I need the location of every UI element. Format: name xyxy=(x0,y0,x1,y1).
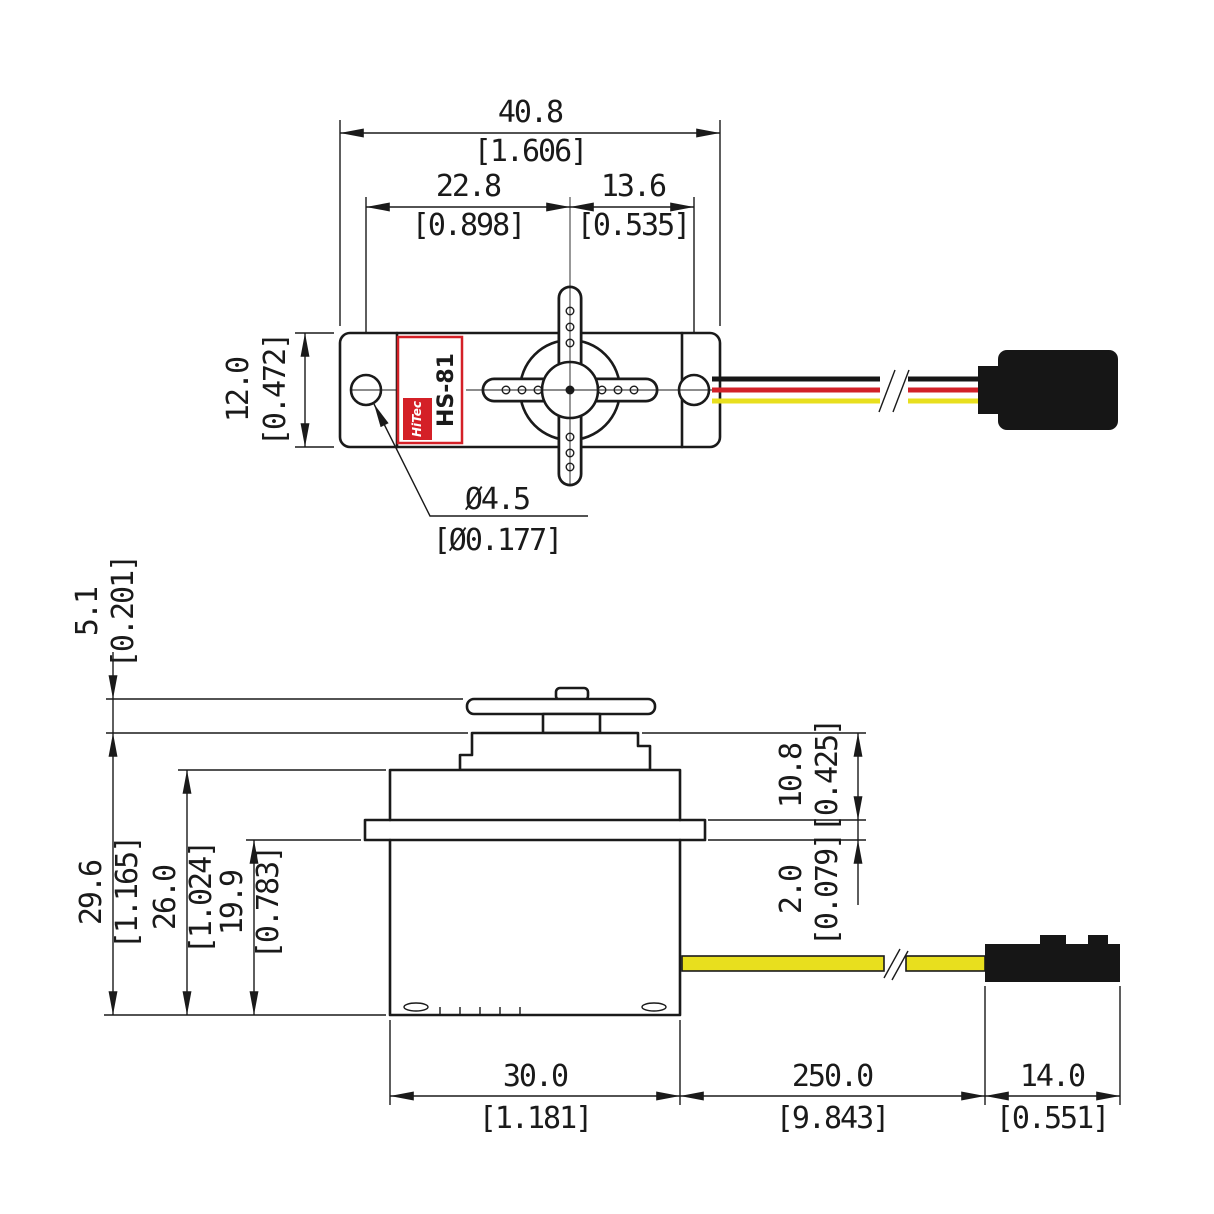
servo-cable-top xyxy=(712,368,982,413)
side-view-extension-lines xyxy=(104,698,1121,1105)
dim-body-height-in: [1.024] xyxy=(184,842,219,954)
dim-flange-thickness: 2.0 [0.079] xyxy=(774,820,863,946)
connector-side-view xyxy=(985,935,1120,982)
dim-shaft-to-right-hole-in: [0.535] xyxy=(577,208,689,243)
dim-cable-length-mm: 250.0 xyxy=(792,1059,873,1094)
dim-body-depth-in: [0.472] xyxy=(258,334,293,446)
break-mark xyxy=(878,369,896,413)
centerlines xyxy=(350,197,712,486)
break-mark xyxy=(883,948,901,979)
cable-ribbon xyxy=(681,955,885,972)
dim-body-height: 26.0 [1.024] xyxy=(148,770,219,1015)
servo-top-view: HiTec HS-81 xyxy=(338,197,722,487)
dim-horn-stack-height-mm: 5.1 xyxy=(70,587,105,636)
connector-tab xyxy=(1088,935,1108,945)
top-view: 40.8 [1.606] 22.8 [0.898] 13.6 [0.535] 1… xyxy=(221,95,1118,558)
break-mark xyxy=(891,950,909,981)
servo-cable-side xyxy=(681,948,986,981)
dim-cable-length-in: [9.843] xyxy=(776,1101,888,1136)
connector-tab xyxy=(1040,935,1066,945)
dim-left-hole-to-shaft: 22.8 [0.898] xyxy=(366,169,570,243)
side-view: 5.1 [0.201] 29.6 [1.165] 26.0 [1.024] 19… xyxy=(70,556,1121,1136)
dim-body-depth: 12.0 [0.472] xyxy=(221,333,310,447)
dim-flange-to-top: 10.8 [0.425] xyxy=(774,720,863,832)
dim-body-length-in: [1.181] xyxy=(479,1101,591,1136)
dim-body-length-mm: 30.0 xyxy=(503,1059,568,1094)
dim-body-height-mm: 26.0 xyxy=(148,865,183,930)
dim-connector-length-in: [0.551] xyxy=(996,1101,1108,1136)
dim-flange-thickness-mm: 2.0 xyxy=(774,865,809,914)
dim-connector-length-mm: 14.0 xyxy=(1020,1059,1085,1094)
model-text: HS-81 xyxy=(434,353,459,427)
dim-flange-thickness-in: [0.079] xyxy=(810,834,845,946)
dim-connector-length: 14.0 [0.551] xyxy=(985,1059,1120,1136)
dim-shaft-to-right-hole-mm: 13.6 xyxy=(601,169,666,204)
output-shaft-side xyxy=(541,712,602,735)
dim-body-length: 30.0 [1.181] xyxy=(390,1059,680,1136)
cable-ribbon xyxy=(905,955,986,972)
dim-case-height-in: [1.165] xyxy=(110,837,145,949)
dim-hole-diameter: Ø4.5 [Ø0.177] xyxy=(373,403,588,558)
dim-body-depth-mm: 12.0 xyxy=(221,357,256,422)
dim-shaft-to-right-hole: 13.6 [0.535] xyxy=(570,169,694,243)
horn-arm-side xyxy=(465,697,657,716)
cable-break-gap xyxy=(880,368,908,412)
connector-top-view xyxy=(978,350,1118,430)
dim-overall-width-mm: 40.8 xyxy=(498,95,563,130)
dim-overall-width-in: [1.606] xyxy=(474,134,586,169)
dim-bottom-to-flange-in: [0.783] xyxy=(251,847,286,959)
dim-flange-to-top-mm: 10.8 xyxy=(774,743,809,808)
dim-left-hole-to-shaft-in: [0.898] xyxy=(412,208,524,243)
dim-hole-diameter-in: [Ø0.177] xyxy=(433,523,562,558)
dim-case-height: 29.6 [1.165] xyxy=(74,733,145,1015)
connector-body-side xyxy=(985,944,1120,982)
case-silhouette xyxy=(363,768,707,1017)
dim-overall-width: 40.8 [1.606] xyxy=(340,95,720,169)
product-label: HiTec HS-81 xyxy=(396,335,464,445)
dim-bottom-to-flange: 19.9 [0.783] xyxy=(215,840,286,1015)
dim-horn-stack-height: 5.1 [0.201] xyxy=(70,556,141,733)
dim-flange-to-top-in: [0.425] xyxy=(810,720,845,832)
dim-left-hole-to-shaft-mm: 22.8 xyxy=(436,169,501,204)
dim-case-height-mm: 29.6 xyxy=(74,860,109,925)
case-bottom-details xyxy=(403,1002,667,1015)
gear-housing-side xyxy=(458,731,652,772)
brand-logo-text: HiTec xyxy=(410,401,424,437)
dim-bottom-to-flange-mm: 19.9 xyxy=(215,870,250,935)
servo-side-view xyxy=(363,686,707,1017)
dim-horn-stack-height-in: [0.201] xyxy=(106,556,141,668)
brand-logo-box xyxy=(403,398,432,440)
dim-cable-length: 250.0 [9.843] xyxy=(680,1059,985,1136)
break-mark xyxy=(892,369,910,413)
dim-hole-diameter-mm: Ø4.5 xyxy=(465,482,529,517)
connector-body xyxy=(998,350,1118,430)
